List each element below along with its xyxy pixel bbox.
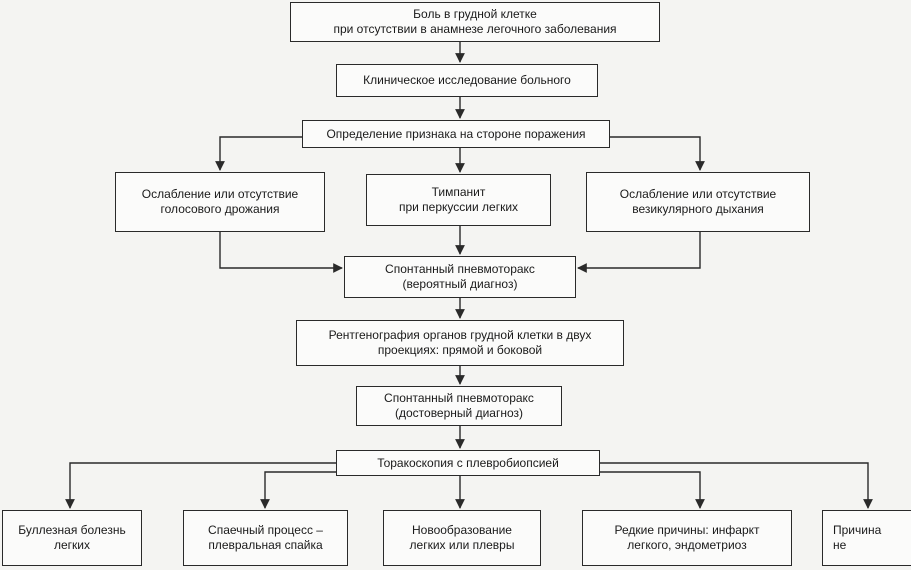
arrow-thoracoscopy-to-unknown [600, 462, 873, 509]
node-pneumothorax-probable: Спонтанный пневмоторакс (вероятный диагн… [344, 256, 576, 298]
arrow-thoracoscopy-to-adhesion [260, 471, 336, 509]
node-adhesion-process: Спаечный процесс – плевральная спайка [183, 510, 348, 566]
node-neoplasm: Новообразование легких или плевры [383, 510, 541, 566]
node-sign-detection: Определение признака на стороне поражени… [302, 120, 610, 148]
node-unknown-cause: Причина не [822, 510, 911, 566]
arrow-sign-to-fremitus [215, 136, 302, 171]
node-clinical-exam: Клиническое исследование больного [336, 64, 598, 97]
node-pneumothorax-certain: Спонтанный пневмоторакс (достоверный диа… [356, 386, 562, 426]
arrow-thoracoscopy-to-rare [600, 471, 705, 509]
arrow-sign-to-breathing [610, 136, 705, 171]
node-bullous-disease: Буллезная болезнь легких [2, 510, 142, 566]
node-weak-breathing: Ослабление или отсутствие везикулярного … [586, 172, 810, 232]
arrow-breathing-to-probable [577, 232, 701, 273]
node-chest-pain: Боль в грудной клетке при отсутствии в а… [290, 2, 660, 42]
node-thoracoscopy: Торакоскопия с плевробиопсией [336, 450, 600, 476]
arrow-fremitus-to-probable [219, 232, 343, 273]
node-rare-causes: Редкие причины: инфаркт легкого, эндомет… [582, 510, 792, 566]
node-tympanitis: Тимпанит при перкуссии легких [366, 174, 551, 226]
node-xray: Рентгенография органов грудной клетки в … [296, 320, 624, 366]
arrow-thoracoscopy-to-bullous [65, 462, 336, 509]
node-weak-fremitus: Ослабление или отсутствие голосового дро… [115, 172, 325, 232]
